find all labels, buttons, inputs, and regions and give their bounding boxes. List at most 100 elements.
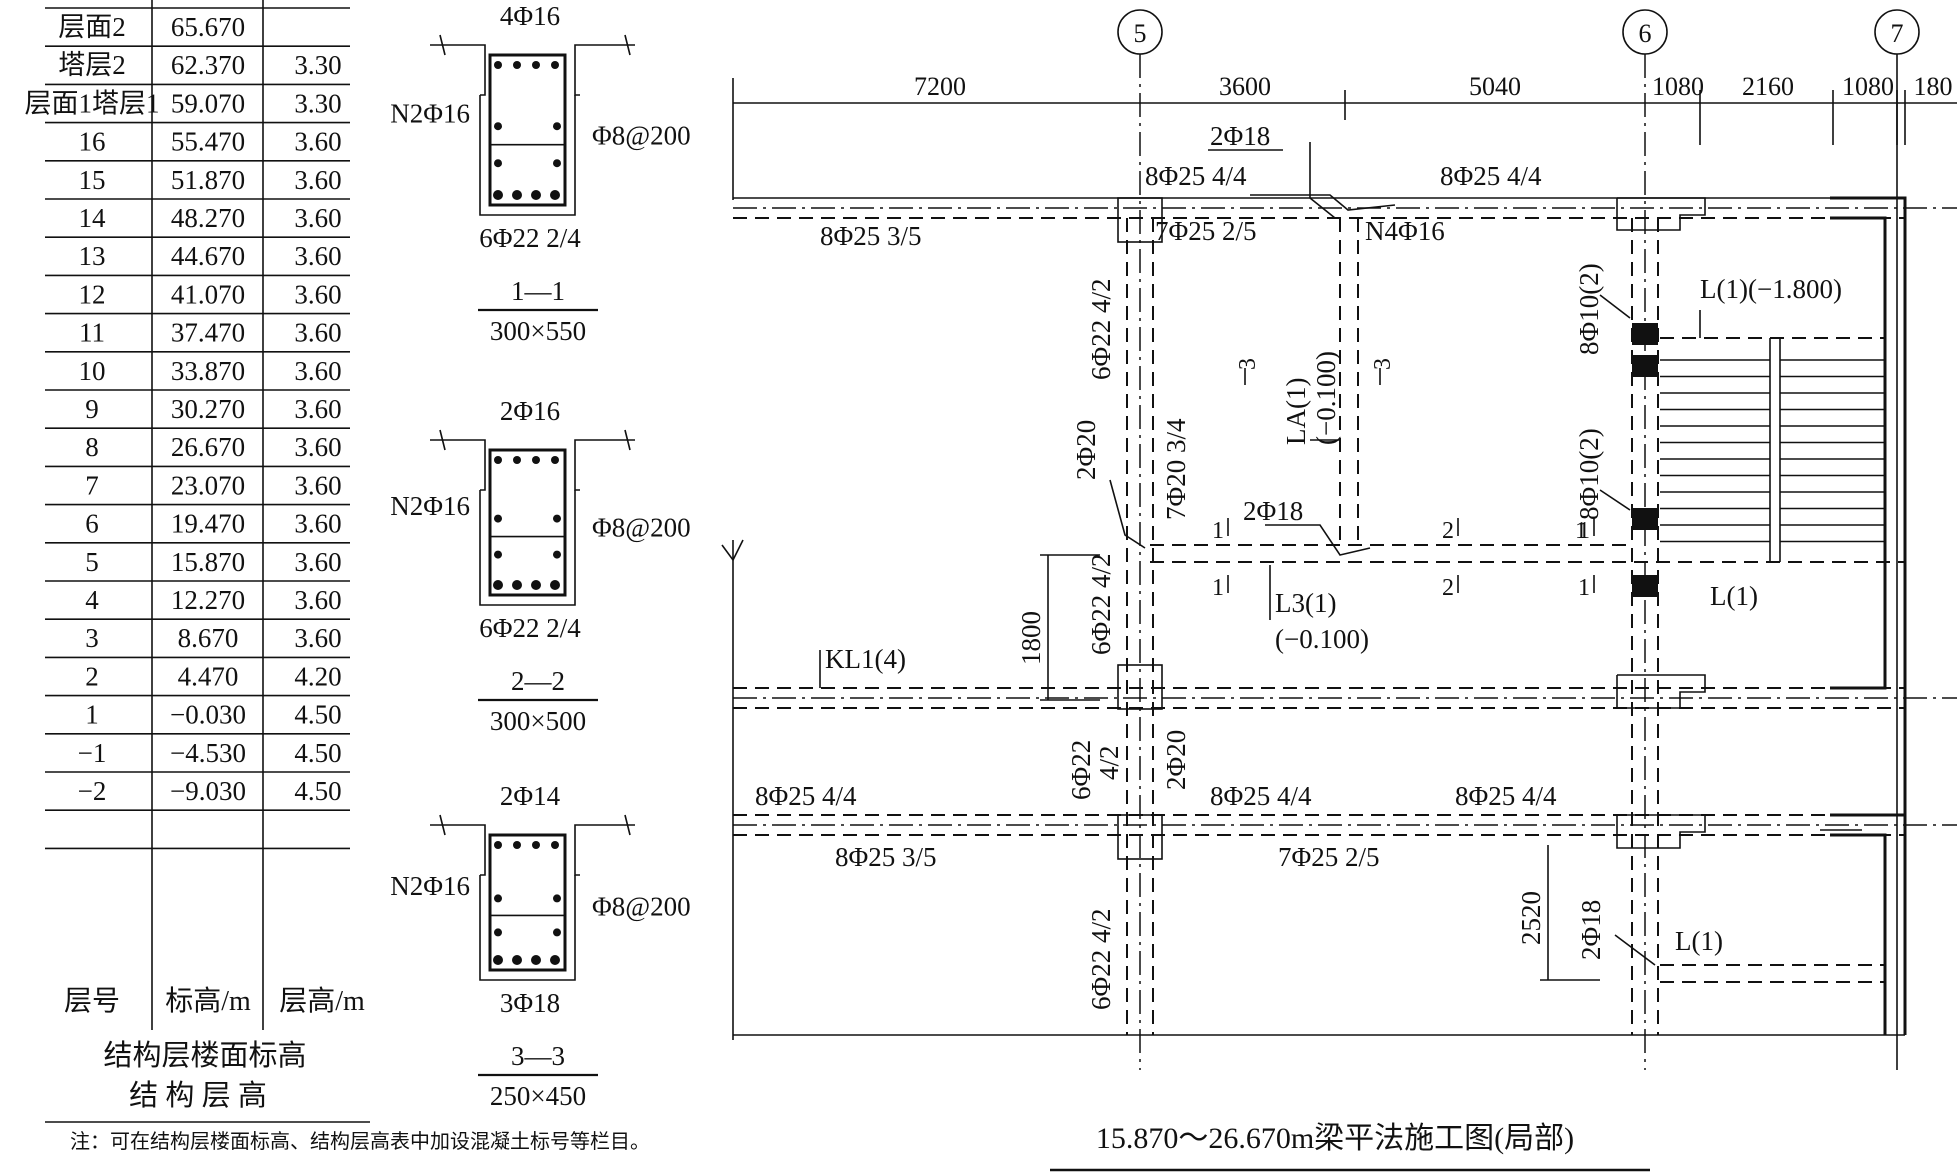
table-cell-floor: 5 <box>85 547 99 577</box>
table-cell-height: 3.30 <box>294 88 341 118</box>
table-cell-floor: 塔层2 <box>58 50 126 80</box>
label-l3: L3(1) <box>1275 588 1336 618</box>
table-cell-height: 3.60 <box>294 432 341 462</box>
section-mark-3-left: 3 <box>1235 358 1261 370</box>
label-kl1: KL1(4) <box>825 644 906 674</box>
table-cell-elev: 51.870 <box>171 165 245 195</box>
section-3-side_bars: N2Φ16 <box>390 871 470 901</box>
dim-1800: 1800 <box>1016 611 1046 665</box>
table-cell-height: 3.60 <box>294 203 341 233</box>
drawing-title: 15.870～26.670m梁平法施工图(局部) <box>1096 1122 1574 1155</box>
section-1-size: 300×550 <box>490 316 586 346</box>
label-2phi18-l3: 2Φ18 <box>1243 496 1303 526</box>
table-row-lines <box>45 7 350 850</box>
table-cell-elev: 33.870 <box>171 356 245 386</box>
label-7phi25-25-top: 7Φ25 2/5 <box>1155 216 1257 246</box>
dim-5040: 5040 <box>1469 72 1521 101</box>
table-cell-height: 3.60 <box>294 241 341 271</box>
section-2-size: 300×500 <box>490 706 586 736</box>
label-2phi20-lower: 2Φ20 <box>1161 730 1191 790</box>
table-cell-floor: 15 <box>79 165 106 195</box>
table-cell-elev: 23.070 <box>171 470 245 500</box>
dim-7200: 7200 <box>914 72 966 101</box>
table-cell-floor: 16 <box>79 127 106 157</box>
dim-1080-b: 1080 <box>1842 72 1894 101</box>
table-note: 注：可在结构层楼面标高、结构层高表中加设混凝土标号等栏目。 <box>70 1130 650 1153</box>
table-cell-floor: 2 <box>85 661 99 691</box>
beam-kl1 <box>733 687 1957 709</box>
section-2-bottom_bars: 6Φ22 2/4 <box>479 613 581 643</box>
beam-plan: 5 6 7 7200 3600 5040 1080 2160 1080 180 … <box>721 9 1957 1172</box>
table-cell-height: 4.50 <box>294 700 341 730</box>
label-8phi25-lower-right: 8Φ25 4/4 <box>1455 781 1557 811</box>
label-2phi18-lower: 2Φ18 <box>1576 900 1606 960</box>
table-cell-floor: 8 <box>85 432 99 462</box>
table-cell-floor: 13 <box>79 241 106 271</box>
axis-label-6: 6 <box>1639 19 1652 48</box>
table-cell-floor: 14 <box>79 203 107 233</box>
table-cell-floor: −1 <box>78 738 107 768</box>
table-header-elevation: 标高/m <box>165 985 251 1017</box>
table-cell-height: 3.60 <box>294 585 341 615</box>
section-mark-1c: 1 <box>1578 518 1590 544</box>
table-cell-elev: 8.670 <box>178 623 239 653</box>
table-cell-height: 3.60 <box>294 470 341 500</box>
table-cell-elev: 62.370 <box>171 50 245 80</box>
label-7phi25-25-lower: 7Φ25 2/5 <box>1278 842 1380 872</box>
table-header-floor: 层号 <box>64 986 120 1017</box>
axis-5 <box>1117 9 1163 1070</box>
table-cell-elev: 26.670 <box>171 432 245 462</box>
axis-label-7: 7 <box>1891 19 1904 48</box>
table-cell-elev: 12.270 <box>171 585 245 615</box>
label-n4phi16: N4Φ16 <box>1365 216 1445 246</box>
dim-3600: 3600 <box>1219 72 1271 101</box>
dim-1080-a: 1080 <box>1652 72 1704 101</box>
table-cell-height: 3.60 <box>294 165 341 195</box>
section-mark-3-right: 3 <box>1370 358 1396 370</box>
label-la1-elev: (−0.100) <box>1311 351 1341 445</box>
dim-2520: 2520 <box>1516 891 1546 945</box>
table-cell-height: 4.20 <box>294 661 341 691</box>
section-3-stirrup: Φ8@200 <box>592 891 691 921</box>
label-8phi25-35-lower: 8Φ25 3/5 <box>835 842 937 872</box>
axis-6 <box>1622 9 1668 1070</box>
label-42: 4/2 <box>1094 745 1124 780</box>
table-cell-floor: 4 <box>85 585 99 615</box>
label-8phi25-top-right: 8Φ25 4/4 <box>1440 161 1542 191</box>
table-cell-floor: 3 <box>85 623 99 653</box>
table-cell-floor: 10 <box>79 356 106 386</box>
label-l1-lower: L(1) <box>1675 926 1723 956</box>
section-1-name: 1—1 <box>511 276 565 306</box>
table-cell-floor: 11 <box>79 318 105 348</box>
label-8phi25-35-top: 8Φ25 3/5 <box>820 221 922 251</box>
section-mark-1d: 1 <box>1578 575 1590 601</box>
section-3-name: 3—3 <box>511 1041 565 1071</box>
table-cell-elev: −9.030 <box>170 776 246 806</box>
section-3-top_bars: 2Φ14 <box>500 781 561 811</box>
section-2-stirrup: Φ8@200 <box>592 513 691 543</box>
section-1-stirrup: Φ8@200 <box>592 121 691 151</box>
section-mark-1a: 1 <box>1212 518 1224 544</box>
label-8phi25-lower-mid: 8Φ25 4/4 <box>1210 781 1312 811</box>
table-cell-height: 3.60 <box>294 318 341 348</box>
table-cell-elev: 4.470 <box>178 661 239 691</box>
table-cell-height: 3.60 <box>294 547 341 577</box>
section-2-top_bars: 2Φ16 <box>500 396 560 426</box>
label-2phi20-upper: 2Φ20 <box>1071 420 1101 480</box>
axis-label-5: 5 <box>1134 19 1147 48</box>
table-caption-elevation: 结构层楼面标高 <box>103 1039 306 1072</box>
table-cell-elev: 44.670 <box>171 241 245 271</box>
section-1-top_bars: 4Φ16 <box>500 1 560 31</box>
label-la1: LA(1) <box>1281 378 1311 445</box>
table-cell-height: 3.60 <box>294 394 341 424</box>
table-cell-height: 3.60 <box>294 509 341 539</box>
table-cell-elev: 37.470 <box>171 318 245 348</box>
table-cell-elev: −0.030 <box>170 700 246 730</box>
table-cell-elev: 48.270 <box>171 203 245 233</box>
table-cell-elev: 15.870 <box>171 547 245 577</box>
